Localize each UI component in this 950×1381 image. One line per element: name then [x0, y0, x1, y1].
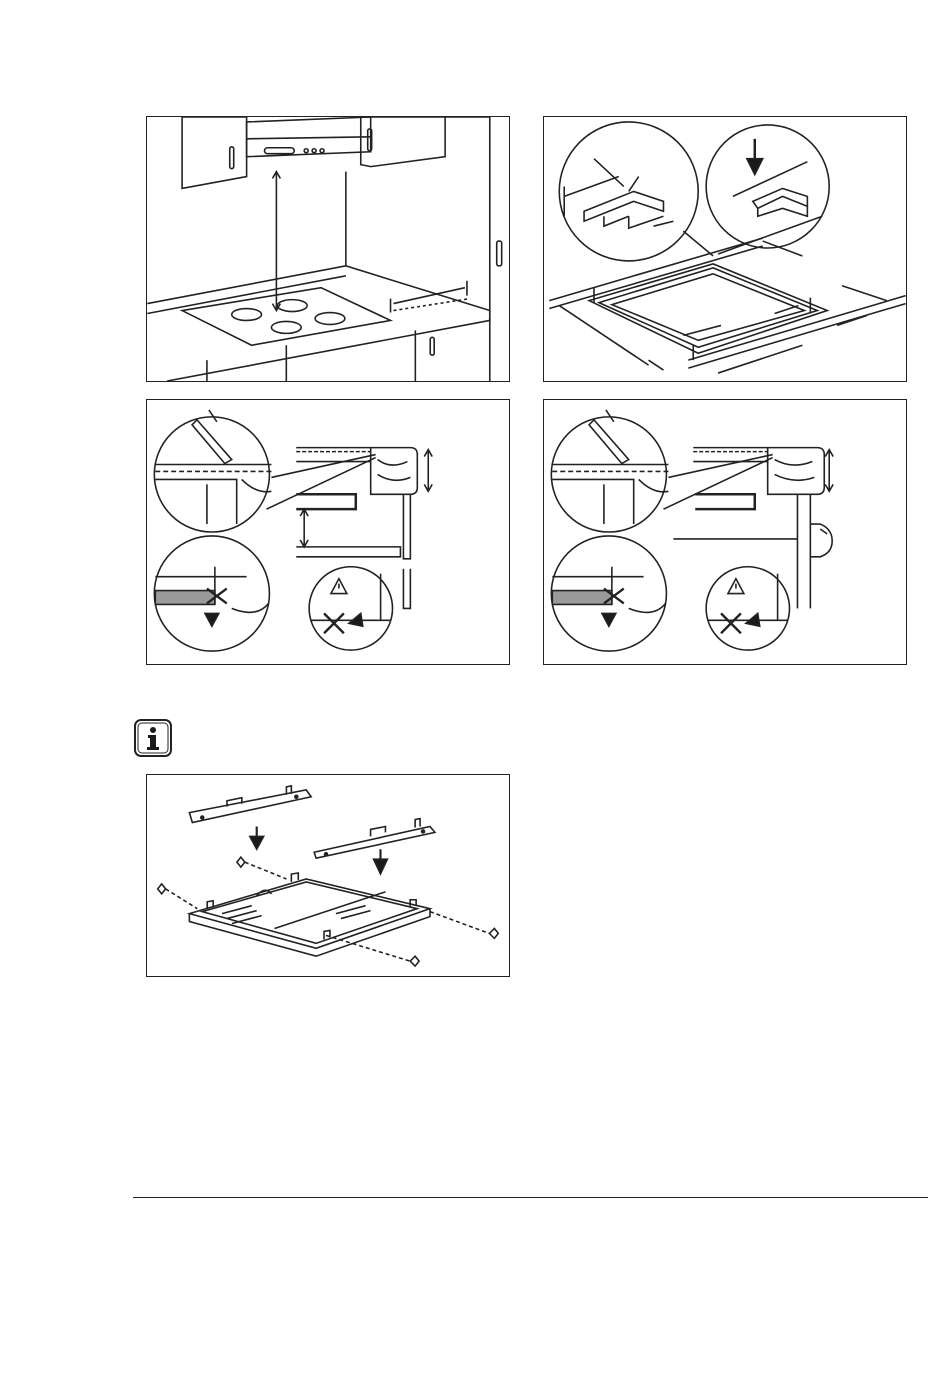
protection-box-assembly-drawing [147, 775, 509, 976]
sealing-strip-drawing [544, 117, 906, 381]
sealant-cross-section-drawing-b [544, 400, 906, 664]
figure-seal-placement [543, 116, 907, 382]
footer-divider [133, 1197, 928, 1198]
sealant-cross-section-drawing-a [147, 400, 509, 664]
figure-worktop-section-drawer [146, 399, 510, 665]
figure-hood-clearance [146, 116, 510, 382]
info-icon [133, 718, 173, 758]
figure-protection-box [146, 774, 510, 977]
hood-clearance-drawing [147, 117, 509, 381]
figure-worktop-section-door [543, 399, 907, 665]
